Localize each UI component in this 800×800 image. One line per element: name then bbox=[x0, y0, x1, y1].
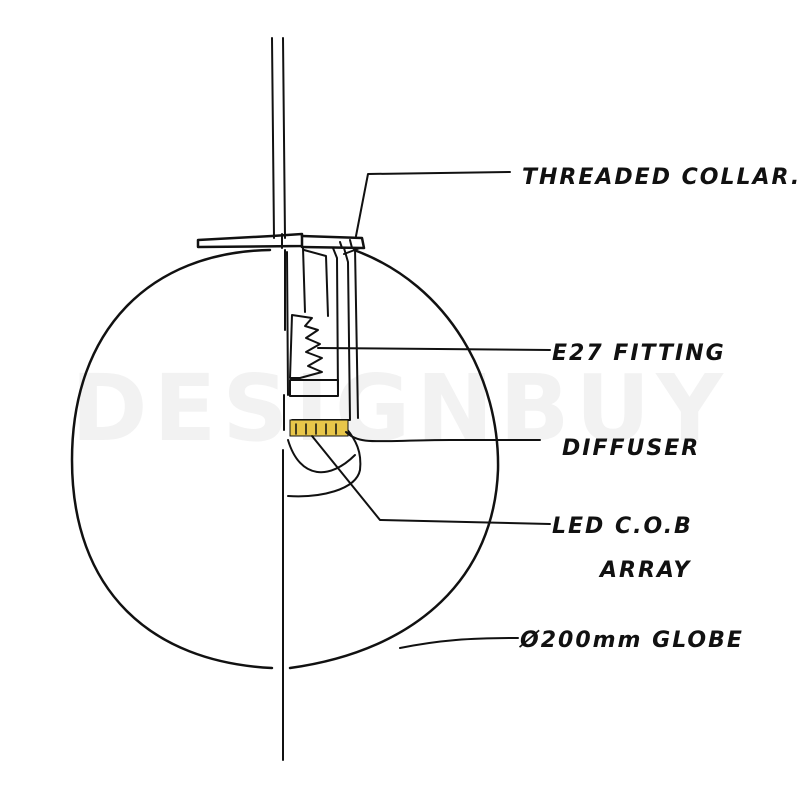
leader-diffuser bbox=[345, 431, 541, 443]
leader-threaded-collar bbox=[355, 171, 511, 237]
center-axis-line bbox=[282, 249, 286, 761]
label-globe: Ø200mm GLOBE bbox=[518, 628, 744, 653]
suspension-cord bbox=[271, 37, 286, 239]
label-e27-fitting: E27 FITTING bbox=[552, 341, 726, 366]
led-cob-array bbox=[289, 419, 349, 437]
label-led-cob-line2: ARRAY bbox=[598, 558, 691, 583]
top-cap bbox=[196, 232, 304, 249]
label-threaded-collar: THREADED COLLAR. bbox=[522, 165, 800, 190]
leader-e27-fitting bbox=[317, 347, 551, 351]
leader-globe bbox=[399, 637, 519, 649]
diffuser-dome bbox=[287, 439, 356, 474]
label-led-cob-line1: LED C.O.B bbox=[552, 514, 693, 539]
globe-outline bbox=[70, 248, 500, 670]
leader-led-array bbox=[311, 435, 551, 525]
threaded-collar bbox=[300, 234, 366, 250]
watermark-text: DESIGNBUY bbox=[71, 355, 729, 462]
e27-fitting-thread bbox=[289, 314, 339, 397]
label-diffuser: DIFFUSER bbox=[562, 436, 700, 461]
